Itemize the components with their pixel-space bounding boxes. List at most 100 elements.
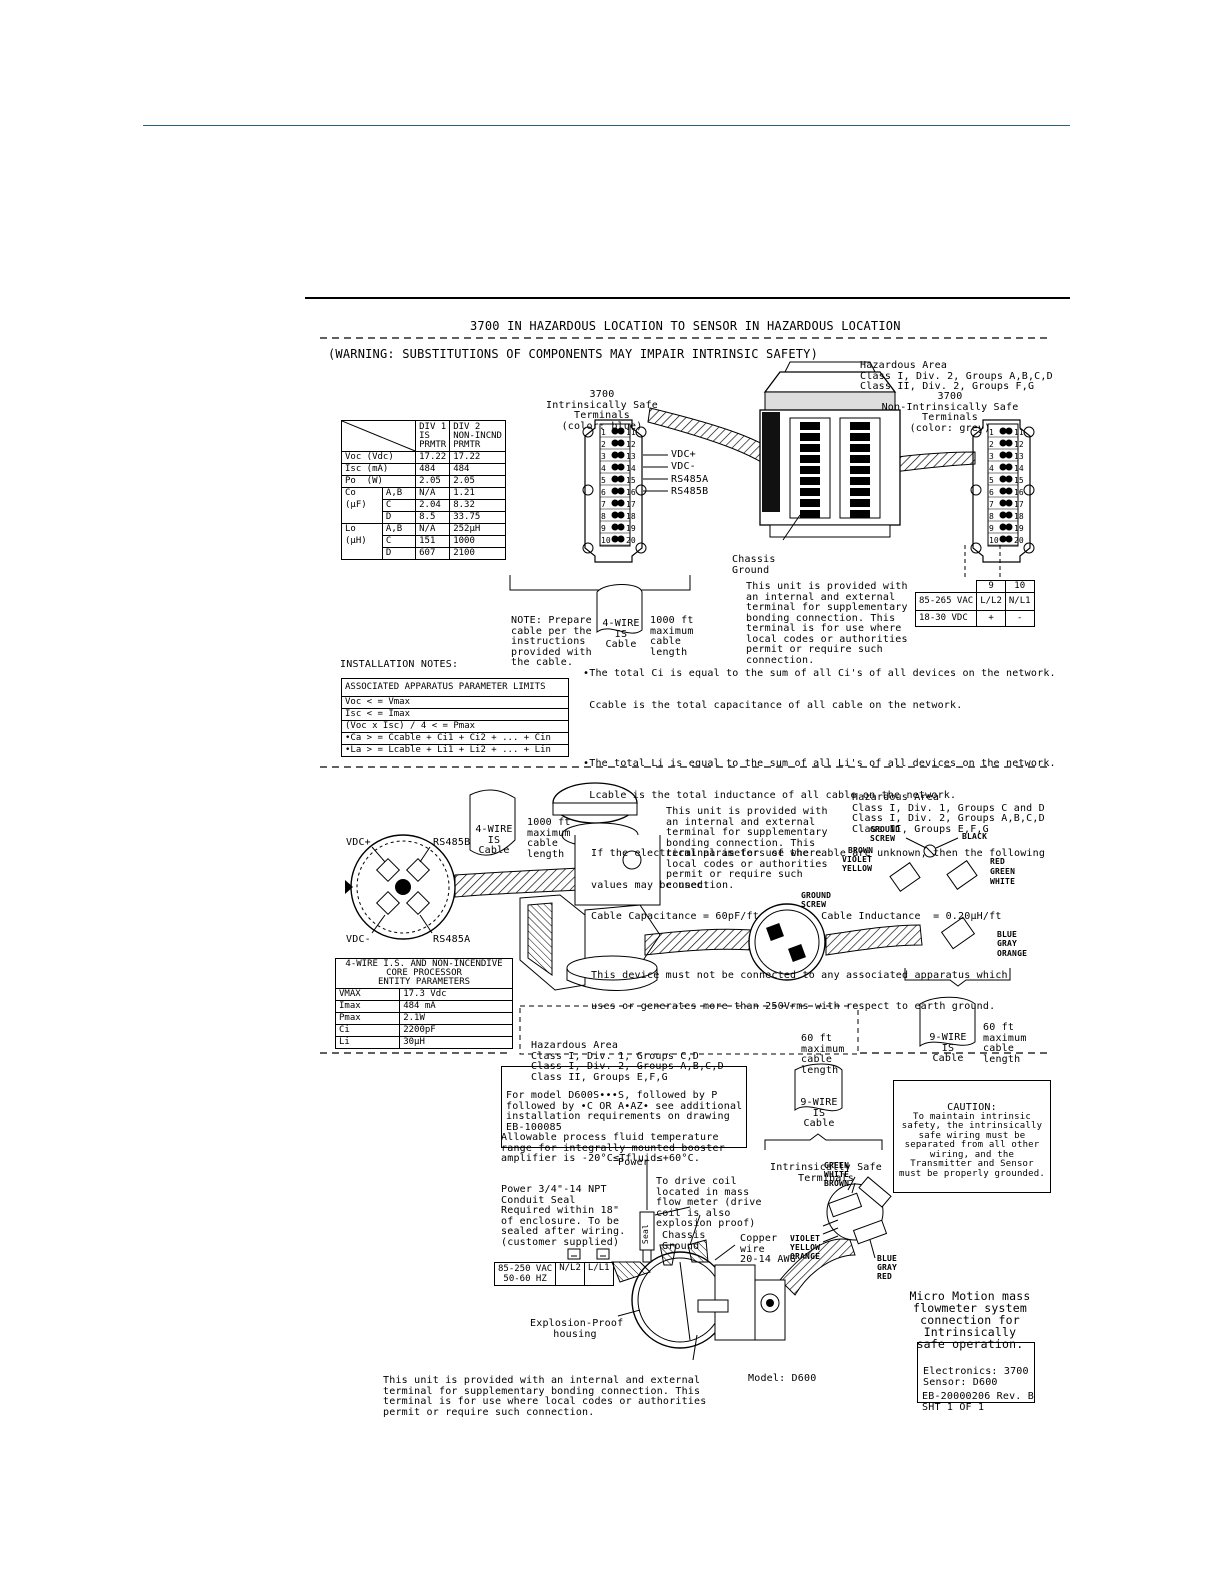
- assoc-row: (Voc x Isc) / 4 < = Pmax: [341, 720, 569, 733]
- transmitter-terminal: [850, 455, 870, 463]
- power-input-nl2: N/L2: [555, 1262, 585, 1286]
- terminal-number: 19: [1014, 524, 1024, 533]
- wire-b-white: WHITE: [824, 1170, 850, 1179]
- param-cell: C: [381, 499, 417, 512]
- figure-title: 3700 IN HAZARDOUS LOCATION TO SENSOR IN …: [470, 319, 901, 333]
- transmitter-terminal: [800, 466, 820, 474]
- output-parameter-table: DIV 1 IS PRMTR DIV 2 NON-INCND PRMTR Voc…: [340, 420, 506, 560]
- terminal-screw: [611, 475, 619, 483]
- signal-rs485b: RS485B: [671, 486, 709, 497]
- assoc-row: Isc < = Imax: [341, 708, 569, 721]
- terminal-number: 1: [601, 428, 606, 437]
- terminal-screw: [611, 463, 619, 471]
- terminal-screw: [999, 451, 1007, 459]
- transmitter-terminal: [800, 499, 820, 507]
- power-row-dc-10: -: [1004, 610, 1035, 627]
- wire-b-red: RED: [877, 1272, 893, 1281]
- terminal-number: 9: [989, 524, 994, 533]
- param-cell: 484: [415, 463, 451, 476]
- wire-red: RED: [990, 857, 1006, 866]
- terminal-number: 12: [1014, 440, 1024, 449]
- param-cell: N/A: [415, 487, 451, 500]
- ground-symbol-1: [567, 1248, 581, 1260]
- terminal-number: 3: [989, 452, 994, 461]
- terminal-number: 6: [601, 488, 606, 497]
- terminal-number: 2: [601, 440, 606, 449]
- terminal-number: 20: [1014, 536, 1024, 545]
- terminal-number: 14: [1014, 464, 1024, 473]
- d600-booster-amplifier: [611, 1211, 786, 1349]
- power-row-dc-9: +: [976, 610, 1006, 627]
- param-cell: Po (W): [340, 475, 417, 488]
- signal-vdc-minus: VDC-: [671, 461, 696, 472]
- wire-b-brown: BROWN: [824, 1179, 850, 1188]
- param-cell: 8.5: [415, 511, 451, 524]
- terminal-number: 17: [626, 500, 636, 509]
- wire-b-orange: ORANGE: [790, 1252, 821, 1261]
- terminal-screw: [1005, 499, 1013, 507]
- terminal-screw: [1005, 439, 1013, 447]
- core-param-cell: 17.3 Vdc: [399, 988, 513, 1001]
- terminal-number: 1: [989, 428, 994, 437]
- assoc-row: •Ca > = Ccable + Ci1 + Ci2 + ... + Cin: [341, 732, 569, 745]
- terminal-number: 16: [1014, 488, 1024, 497]
- terminal-number: 8: [601, 512, 606, 521]
- core-table-header: 4-WIRE I.S. AND NON-INCENDIVE CORE PROCE…: [335, 958, 513, 989]
- terminal-number: 15: [1014, 476, 1024, 485]
- terminal-screw: [999, 487, 1007, 495]
- param-cell: C: [381, 535, 417, 548]
- terminal-number: 2: [989, 440, 994, 449]
- terminal-screw: [1005, 511, 1013, 519]
- core-param-cell: Ci: [334, 1024, 401, 1037]
- terminal-screw: [617, 523, 625, 531]
- param-cell: 8.32: [449, 499, 506, 512]
- terminal-screw: [611, 439, 619, 447]
- terminal-screw: [1005, 451, 1013, 459]
- wire-b-blue: BLUE: [877, 1254, 898, 1263]
- core-param-cell: 2.1W: [399, 1012, 513, 1025]
- terminal-screw: [999, 511, 1007, 519]
- terminal-screw: [1005, 535, 1013, 543]
- param-cell: 2.05: [449, 475, 506, 488]
- terminal-screw: [617, 511, 625, 519]
- wire-green: GREEN: [990, 867, 1016, 876]
- transmitter-terminal: [850, 488, 870, 496]
- param-cell: Co: [341, 487, 383, 500]
- wire-blue: BLUE: [997, 930, 1018, 939]
- installation-notes-body: •The total Ci is equal to the sum of all…: [583, 668, 1056, 1012]
- terminal-number: 9: [601, 524, 606, 533]
- terminal-number: 18: [626, 512, 636, 521]
- param-cell: (µH): [341, 535, 383, 548]
- signal-vdc-plus: VDC+: [671, 449, 696, 460]
- terminal-screw: [611, 511, 619, 519]
- terminal-screw: [1005, 463, 1013, 471]
- model-label: Model: D600: [748, 1373, 817, 1384]
- core-param-cell: 484 mA: [399, 1000, 513, 1013]
- terminal-number: 18: [1014, 512, 1024, 521]
- core-param-cell: Imax: [334, 1000, 401, 1013]
- terminal-screw: [611, 499, 619, 507]
- power-row-ac-10: N/L1: [1004, 592, 1035, 611]
- installation-notes-heading: INSTALLATION NOTES:: [340, 659, 459, 670]
- power-row-dc-label: 18-30 VDC: [914, 610, 978, 627]
- terminal-screw: [617, 535, 625, 543]
- terminal-number: 11: [1014, 428, 1024, 437]
- terminal-number: 3: [601, 452, 606, 461]
- core-param-cell: 30µH: [399, 1036, 513, 1049]
